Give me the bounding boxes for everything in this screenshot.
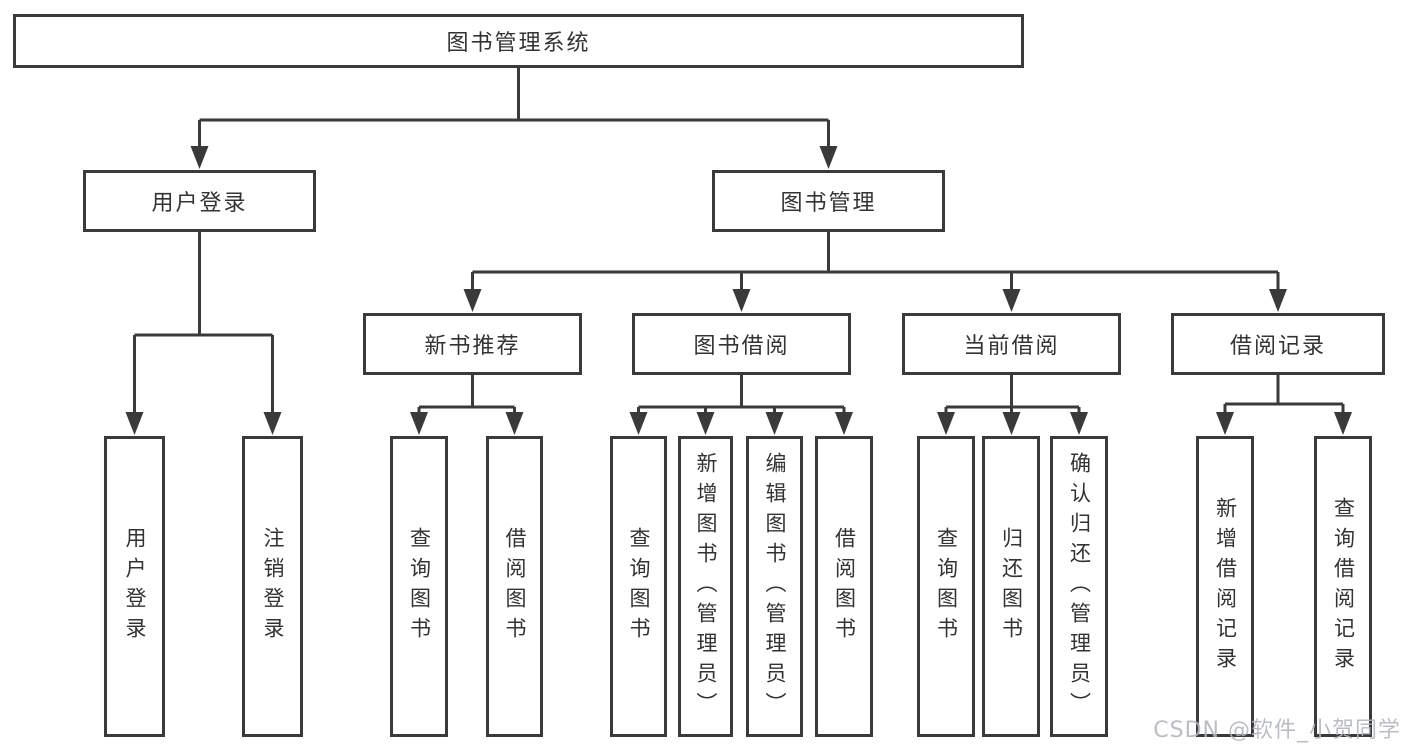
node-label: 图书管理系统 (446, 31, 591, 56)
node-current-borrowing: 当前借阅 (902, 313, 1121, 375)
arrowhead-icon (835, 412, 853, 435)
node-new-book-recommend: 新书推荐 (363, 313, 582, 375)
leaf-add-books-admin: 新增图书（管理员） (678, 436, 733, 737)
arrowhead-icon (732, 289, 751, 312)
node-label: 借阅图书 (503, 526, 527, 647)
node-label: 查询图书 (627, 526, 651, 647)
arrowheads (125, 146, 1352, 435)
arrowhead-icon (765, 412, 784, 435)
arrowhead-icon (505, 412, 524, 435)
arrowhead-icon (1002, 289, 1021, 312)
arrowhead-icon (1070, 412, 1088, 435)
node-label: 编辑图书（管理员） (763, 451, 787, 722)
node-label: 新增借阅记录 (1213, 496, 1238, 677)
arrowhead-icon (629, 412, 648, 435)
leaf-query-borrow-record: 查询借阅记录 (1314, 436, 1372, 737)
node-borrowing-records: 借阅记录 (1171, 313, 1385, 375)
arrowhead-icon (1216, 412, 1234, 435)
arrowhead-icon (190, 146, 209, 169)
node-label: 用户登录 (151, 191, 248, 216)
node-label: 借阅记录 (1229, 334, 1326, 359)
node-user-login: 用户登录 (83, 170, 316, 232)
connector-borrow-record-to-leaves (1223, 375, 1345, 416)
node-label: 查询图书 (407, 526, 432, 647)
leaf-query-books-3: 查询图书 (917, 436, 975, 737)
node-label: 当前借阅 (963, 334, 1060, 359)
leaf-user-login: 用户登录 (104, 436, 165, 737)
leaf-borrow-books-2: 借阅图书 (815, 436, 873, 737)
leaf-query-books-1: 查询图书 (390, 436, 448, 737)
node-label: 注销登录 (261, 526, 285, 647)
connector-root-to-level2 (198, 68, 830, 150)
connector-lines (133, 68, 1345, 416)
node-label: 查询借阅记录 (1331, 496, 1356, 677)
node-book-borrowing: 图书借阅 (632, 313, 851, 375)
leaf-confirm-return-admin: 确认归还（管理员） (1050, 436, 1108, 737)
arrowhead-icon (1269, 289, 1287, 312)
node-label: 图书借阅 (693, 334, 790, 359)
node-label: 借阅图书 (832, 526, 857, 647)
node-library-management-system: 图书管理系统 (13, 14, 1024, 68)
connector-current-borrow-to-leaves (944, 375, 1081, 416)
csdn-watermark: CSDN @软件_小贺同学 (1153, 718, 1401, 743)
arrowhead-icon (696, 412, 715, 435)
node-label: 新增图书（管理员） (694, 451, 718, 722)
arrowhead-icon (937, 412, 955, 435)
node-label: 归还图书 (999, 526, 1024, 647)
node-book-management: 图书管理 (712, 170, 945, 232)
node-label: 用户登录 (123, 526, 147, 647)
connector-book-borrow-to-leaves (637, 375, 846, 416)
connector-user-login-to-leaves (133, 232, 274, 416)
arrowhead-icon (463, 289, 482, 312)
node-label: 查询图书 (934, 526, 959, 647)
arrowhead-icon (410, 412, 428, 435)
arrowhead-icon (125, 412, 144, 435)
leaf-query-books-2: 查询图书 (610, 436, 667, 737)
arrowhead-icon (819, 146, 838, 169)
connector-new-book-to-leaves (417, 375, 516, 416)
arrowhead-icon (1334, 412, 1352, 435)
leaf-borrow-books-1: 借阅图书 (486, 436, 543, 737)
leaf-logout: 注销登录 (242, 436, 303, 737)
node-label: 确认归还（管理员） (1067, 451, 1092, 722)
node-label: 新书推荐 (424, 334, 521, 359)
leaf-return-books: 归还图书 (982, 436, 1040, 737)
leaf-add-borrow-record: 新增借阅记录 (1196, 436, 1254, 737)
arrowhead-icon (263, 412, 282, 435)
leaf-edit-books-admin: 编辑图书（管理员） (746, 436, 803, 737)
arrowhead-icon (1002, 412, 1021, 435)
node-label: 图书管理 (780, 191, 877, 216)
connector-book-mgmt-to-level3 (471, 232, 1280, 293)
